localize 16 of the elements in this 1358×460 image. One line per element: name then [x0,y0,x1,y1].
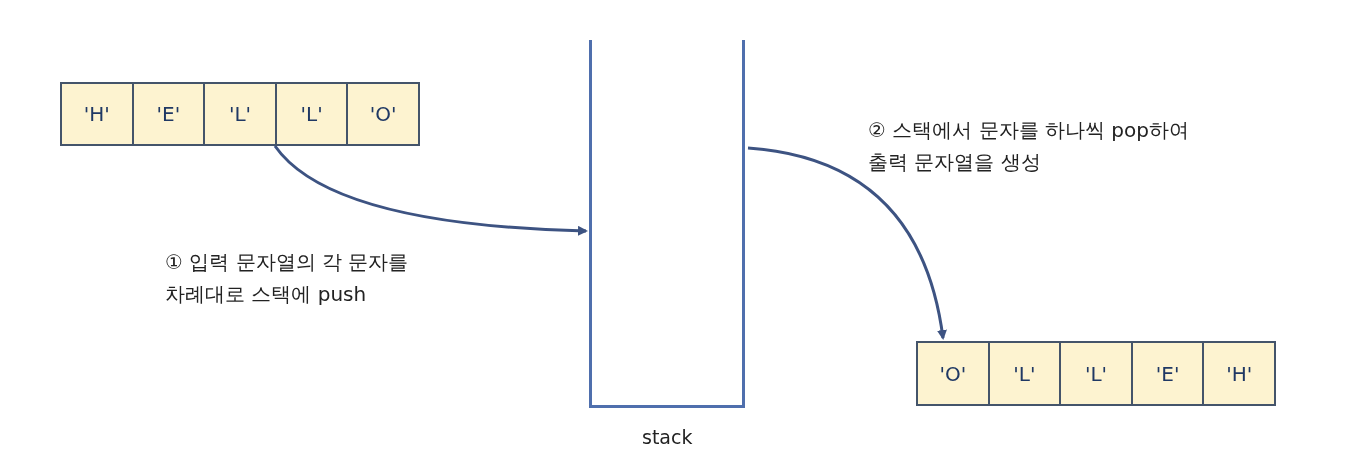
curved-arrow [747,146,947,340]
character-cell: 'O' [918,343,990,404]
character-cell: 'E' [133,84,206,144]
character-cell: 'E' [1132,343,1205,404]
character-cell: 'H' [62,84,134,144]
character-cell: 'H' [1204,343,1274,404]
character-cell: 'O' [348,84,418,144]
character-array [916,341,1276,406]
character-cell: 'L' [276,84,349,144]
character-array [60,82,420,146]
curved-arrow [273,145,588,236]
character-cell: 'L' [205,84,277,144]
stack-container [589,40,745,408]
character-cell: 'L' [1061,343,1133,404]
stack-label: stack [642,426,693,448]
character-cell: 'L' [989,343,1062,404]
